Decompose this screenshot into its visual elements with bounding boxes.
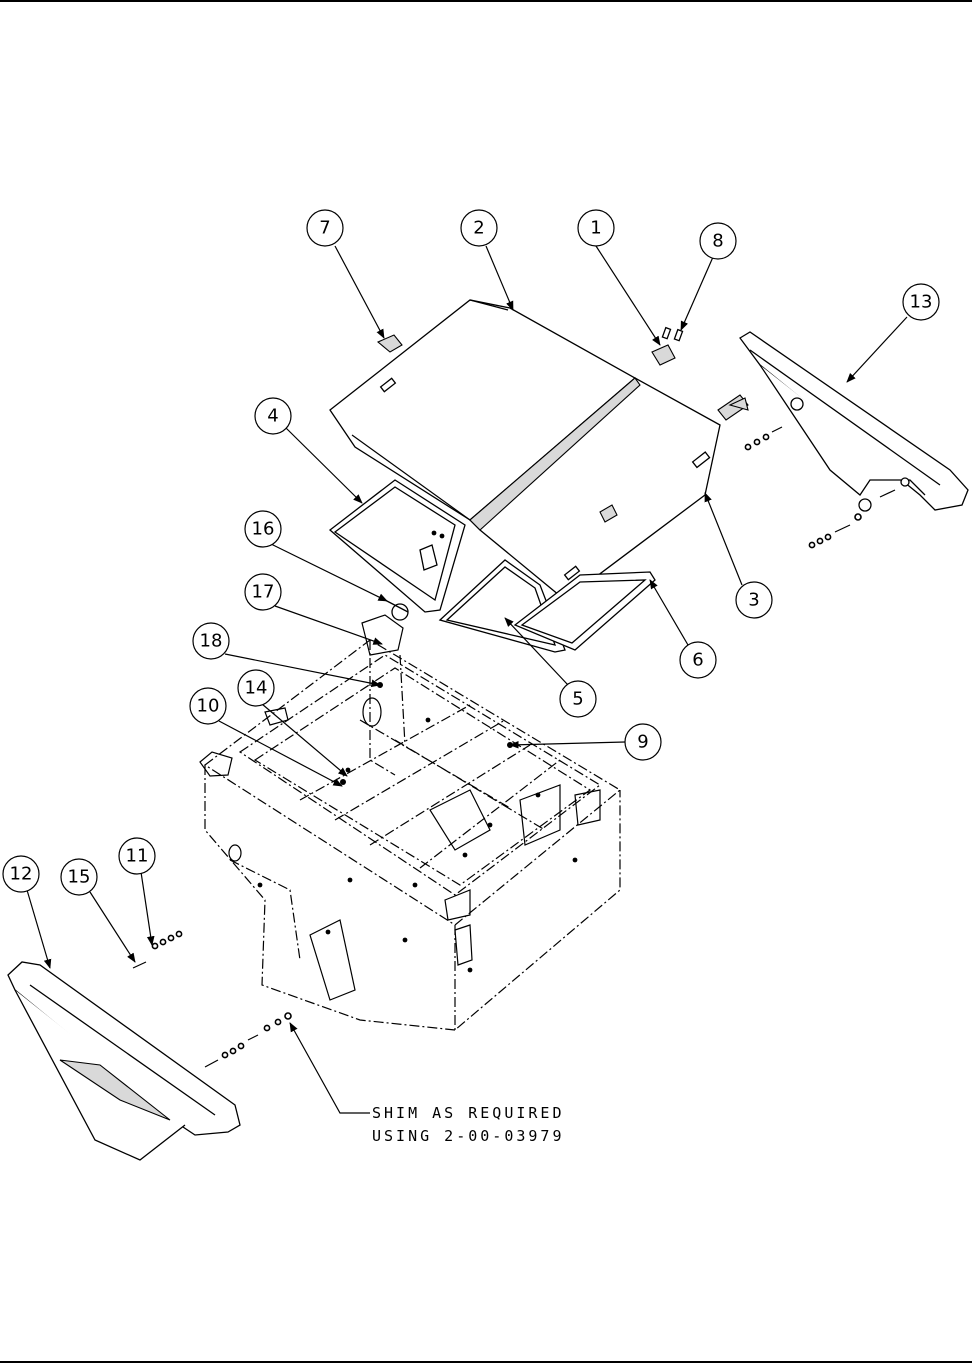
callout-13: 13 xyxy=(902,283,940,321)
callout-7-label: 7 xyxy=(319,218,330,239)
screws-8 xyxy=(661,326,684,342)
shim-note-line-1: SHIM AS REQUIRED xyxy=(372,1104,565,1122)
callout-6-label: 6 xyxy=(692,650,703,671)
pan-4 xyxy=(328,479,466,613)
callout-7: 7 xyxy=(306,209,344,247)
callout-2: 2 xyxy=(460,209,498,247)
callout-14: 14 xyxy=(237,669,275,707)
callout-17-label: 17 xyxy=(252,582,275,603)
callout-10-label: 10 xyxy=(197,696,220,717)
right-hardware-stack xyxy=(744,426,896,549)
shim-note-line-2: USING 2-00-03979 xyxy=(372,1127,565,1145)
shim-note: SHIM AS REQUIRED USING 2-00-03979 xyxy=(372,1104,565,1145)
callout-2-label: 2 xyxy=(473,218,484,239)
callout-1-label: 1 xyxy=(590,218,601,239)
callout-12: 12 xyxy=(2,855,40,893)
pan-6 xyxy=(513,571,656,651)
callout-13-label: 13 xyxy=(910,292,933,313)
callout-18: 18 xyxy=(192,622,230,660)
side-cover-12 xyxy=(7,930,292,1161)
callout-15-label: 15 xyxy=(68,867,91,888)
bottom-border-rule xyxy=(0,1361,972,1363)
callout-3: 3 xyxy=(735,581,773,619)
hinge-7 xyxy=(376,334,403,353)
callout-5: 5 xyxy=(559,680,597,718)
callout-6: 6 xyxy=(679,641,717,679)
callout-17: 17 xyxy=(244,573,282,611)
callout-4: 4 xyxy=(254,397,292,435)
side-cover-13 xyxy=(739,331,969,549)
callout-16: 16 xyxy=(244,510,282,548)
callout-3-label: 3 xyxy=(748,590,759,611)
top-border-rule xyxy=(0,0,972,2)
leader-lines xyxy=(26,245,908,1114)
callout-11-label: 11 xyxy=(126,846,149,867)
callout-14-label: 14 xyxy=(245,678,268,699)
latch-assembly xyxy=(717,394,749,421)
callout-1: 1 xyxy=(577,209,615,247)
callout-15: 15 xyxy=(60,858,98,896)
callout-5-label: 5 xyxy=(572,689,583,710)
key-16 xyxy=(384,599,409,621)
callout-10: 10 xyxy=(189,687,227,725)
left-hardware-stack xyxy=(132,930,292,1068)
callout-18-label: 18 xyxy=(200,631,223,652)
callout-9: 9 xyxy=(624,723,662,761)
callout-8-label: 8 xyxy=(712,231,723,252)
callout-8: 8 xyxy=(699,222,737,260)
callout-4-label: 4 xyxy=(267,406,278,427)
callout-12-label: 12 xyxy=(10,864,33,885)
callout-11: 11 xyxy=(118,837,156,875)
callout-9-label: 9 xyxy=(637,732,648,753)
callout-16-label: 16 xyxy=(252,519,275,540)
bracket-1 xyxy=(651,344,676,366)
